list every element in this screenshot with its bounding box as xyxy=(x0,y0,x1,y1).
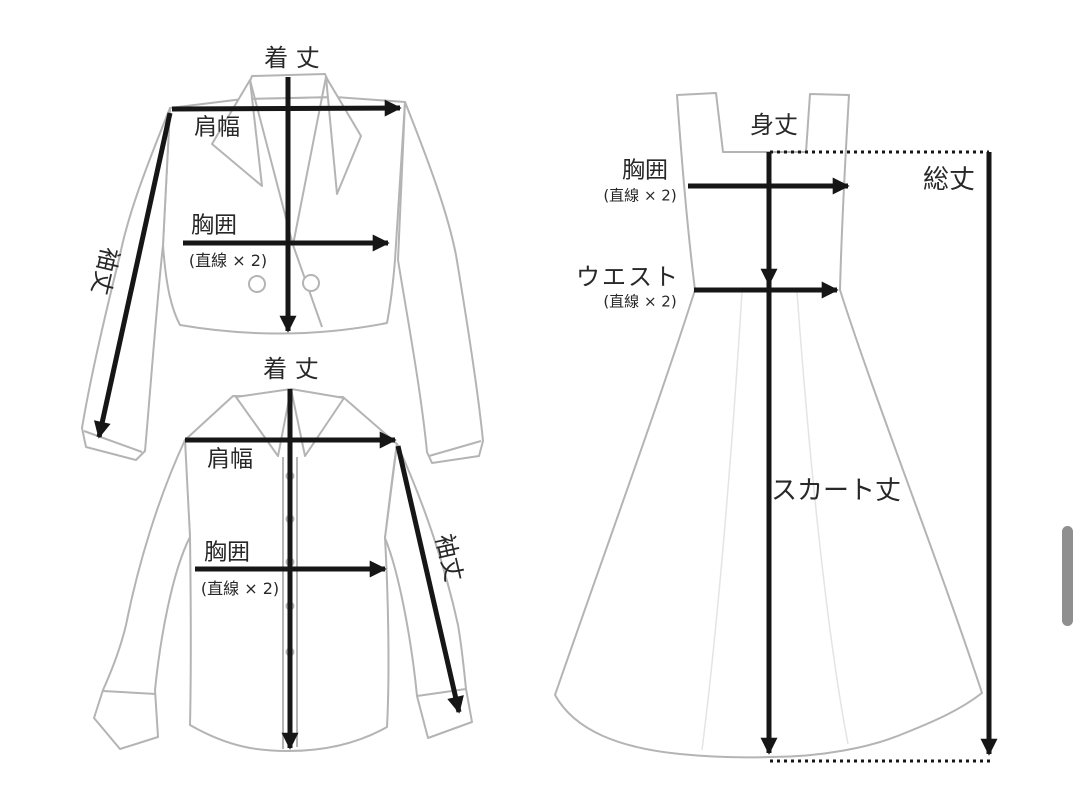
jacket-shoulder-label: 肩幅 xyxy=(194,114,240,141)
shirt-chest-label: 胸囲 xyxy=(204,539,250,566)
shirt-chest-note: (直線 × 2) xyxy=(200,579,280,598)
shirt-length-label: 着 丈 xyxy=(263,355,319,383)
dress-gore-line xyxy=(701,291,743,751)
shirt-cuff-line-left xyxy=(102,690,157,695)
jacket-cuff-line-left xyxy=(83,430,143,453)
jacket-sleeve-right xyxy=(397,101,484,464)
jacket-cuff-line-right xyxy=(428,440,482,457)
shirt-cuff-line-right xyxy=(416,688,467,697)
jacket-sleeve-left xyxy=(81,107,171,461)
jacket-chest-label: 胸囲 xyxy=(191,212,237,239)
dress-chest-note: (直線 × 2) xyxy=(603,186,677,205)
jacket-shoulder-arrow xyxy=(171,99,402,117)
measurement-arrows xyxy=(93,77,998,763)
dress-total-length-label: 総丈 xyxy=(922,165,976,195)
shirt-sleeve-left xyxy=(93,439,191,750)
dress-skirt-length-label: スカート丈 xyxy=(770,476,902,506)
jacket-button xyxy=(248,275,266,293)
dress-chest-label: 胸囲 xyxy=(622,157,668,184)
shirt-shoulder-label: 肩幅 xyxy=(207,446,253,473)
jacket-outline xyxy=(81,73,484,464)
jacket-button xyxy=(302,274,320,292)
jacket-sleeve-arrow xyxy=(93,112,173,439)
dress-waist-label: ウエスト xyxy=(576,263,680,291)
shirt-placket xyxy=(282,457,298,749)
dress-body-length-label: 身丈 xyxy=(750,111,798,139)
scrollbar-thumb[interactable] xyxy=(1062,526,1073,626)
shirt-sleeve-arrow xyxy=(395,445,464,714)
jacket-length-label: 着 丈 xyxy=(264,44,320,72)
jacket-chest-note: (直線 × 2) xyxy=(188,251,268,270)
dress-waist-note: (直線 × 2) xyxy=(603,292,677,311)
dress-gore-line xyxy=(796,291,849,745)
